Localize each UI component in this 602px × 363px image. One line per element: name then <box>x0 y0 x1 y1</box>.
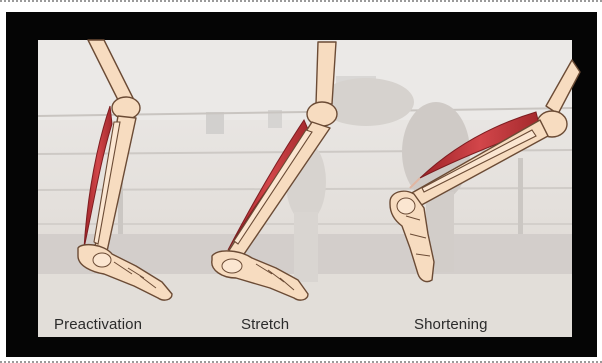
caption-shortening: Shortening <box>414 316 488 333</box>
illustration <box>6 12 597 357</box>
caption-preactivation: Preactivation <box>54 316 142 333</box>
caption-stretch: Stretch <box>241 316 289 333</box>
slide-frame: Preactivation Stretch Shortening <box>6 12 597 357</box>
